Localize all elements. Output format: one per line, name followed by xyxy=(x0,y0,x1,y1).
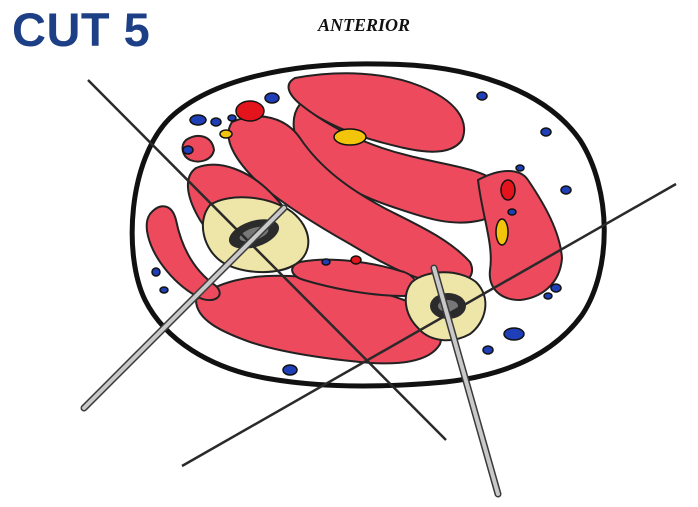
artery-dot xyxy=(236,101,264,121)
nerve-oval xyxy=(220,130,232,138)
vein-dot xyxy=(561,186,571,194)
vein-dot xyxy=(228,115,236,121)
vein-dot xyxy=(516,165,524,171)
vein-dot xyxy=(322,259,330,265)
artery-dot xyxy=(351,256,361,264)
vein-dot xyxy=(211,118,221,126)
vein-dot xyxy=(541,128,551,136)
vein-dot xyxy=(160,287,168,293)
vein-dot xyxy=(183,146,193,154)
vein-dot xyxy=(283,365,297,375)
vein-dot xyxy=(544,293,552,299)
vein-dot xyxy=(190,115,206,125)
vein-dot xyxy=(477,92,487,100)
artery-dot xyxy=(501,180,515,200)
vein-dot xyxy=(551,284,561,292)
vein-dot xyxy=(265,93,279,103)
nerve-oval xyxy=(334,129,366,145)
vein-dot xyxy=(504,328,524,340)
vein-dot xyxy=(508,209,516,215)
vein-dot xyxy=(152,268,160,276)
vein-dot xyxy=(483,346,493,354)
nerve-oval xyxy=(496,219,508,245)
